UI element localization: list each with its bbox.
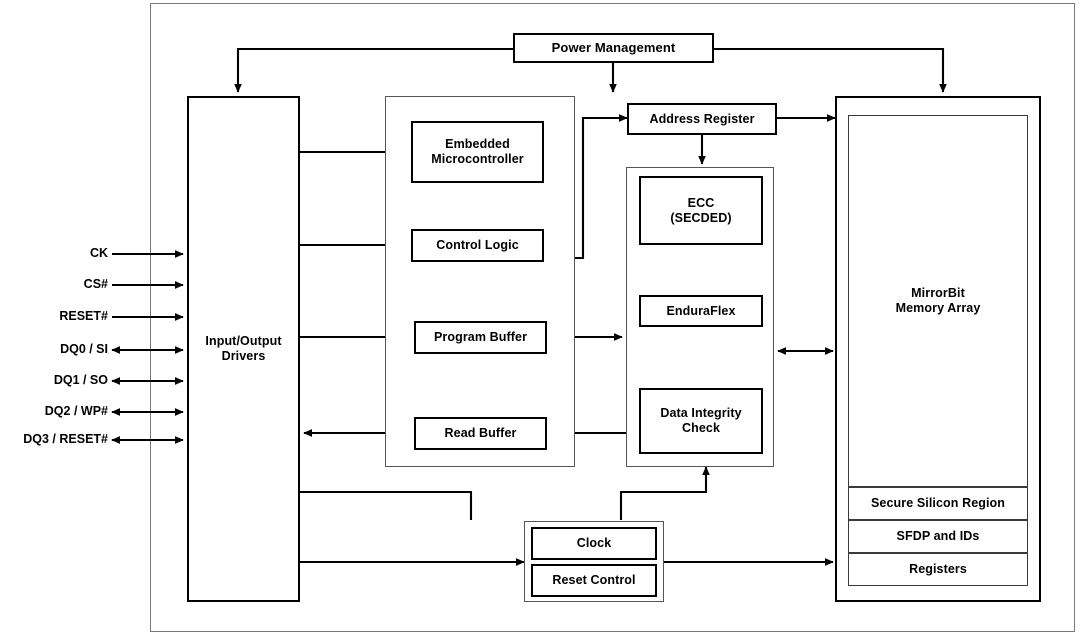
block-enduraflex: EnduraFlex bbox=[639, 295, 763, 327]
signal-label-dq2-wp: DQ2 / WP# bbox=[44, 404, 108, 418]
io-drivers-label-line2: Drivers bbox=[221, 349, 266, 363]
signal-label-dq0-si: DQ0 / SI bbox=[60, 342, 108, 356]
block-secure-silicon-region: Secure Silicon Region bbox=[848, 487, 1028, 520]
block-program-buffer: Program Buffer bbox=[414, 321, 547, 354]
block-registers: Registers bbox=[848, 553, 1028, 586]
block-control-logic: Control Logic bbox=[411, 229, 544, 262]
embedded-mcu-label-line2: Microcontroller bbox=[431, 152, 524, 166]
block-clock: Clock bbox=[531, 527, 657, 560]
signal-label-cs: CS# bbox=[83, 277, 108, 291]
ecc-label-line1: ECC bbox=[687, 195, 715, 210]
signal-label-dq1-so: DQ1 / SO bbox=[53, 373, 108, 387]
signal-label-ck: CK bbox=[89, 246, 108, 260]
block-address-register: Address Register bbox=[627, 103, 777, 135]
block-io-drivers: Input/Output Drivers bbox=[187, 96, 300, 602]
data-integrity-label-line1: Data Integrity bbox=[660, 406, 742, 421]
memory-array-label-line2: Memory Array bbox=[895, 301, 981, 315]
block-reset-control: Reset Control bbox=[531, 564, 657, 597]
data-integrity-label-line2: Check bbox=[681, 421, 721, 435]
block-power-management: Power Management bbox=[513, 33, 714, 63]
block-data-integrity-check: Data Integrity Check bbox=[639, 388, 763, 454]
io-drivers-label-line1: Input/Output bbox=[205, 334, 282, 349]
signal-label-dq3-reset: DQ3 / RESET# bbox=[23, 432, 108, 446]
ecc-label-line2: (SECDED) bbox=[670, 210, 732, 225]
block-sfdp-and-ids: SFDP and IDs bbox=[848, 520, 1028, 553]
block-mirrorbit-memory-array: MirrorBit Memory Array bbox=[848, 115, 1028, 487]
block-read-buffer: Read Buffer bbox=[414, 417, 547, 450]
block-embedded-microcontroller: Embedded Microcontroller bbox=[411, 121, 544, 183]
embedded-mcu-label-line1: Embedded bbox=[445, 137, 510, 152]
block-ecc-secded: ECC (SECDED) bbox=[639, 176, 763, 245]
memory-array-label-line1: MirrorBit bbox=[911, 286, 965, 301]
signal-label-reset: RESET# bbox=[59, 309, 108, 323]
